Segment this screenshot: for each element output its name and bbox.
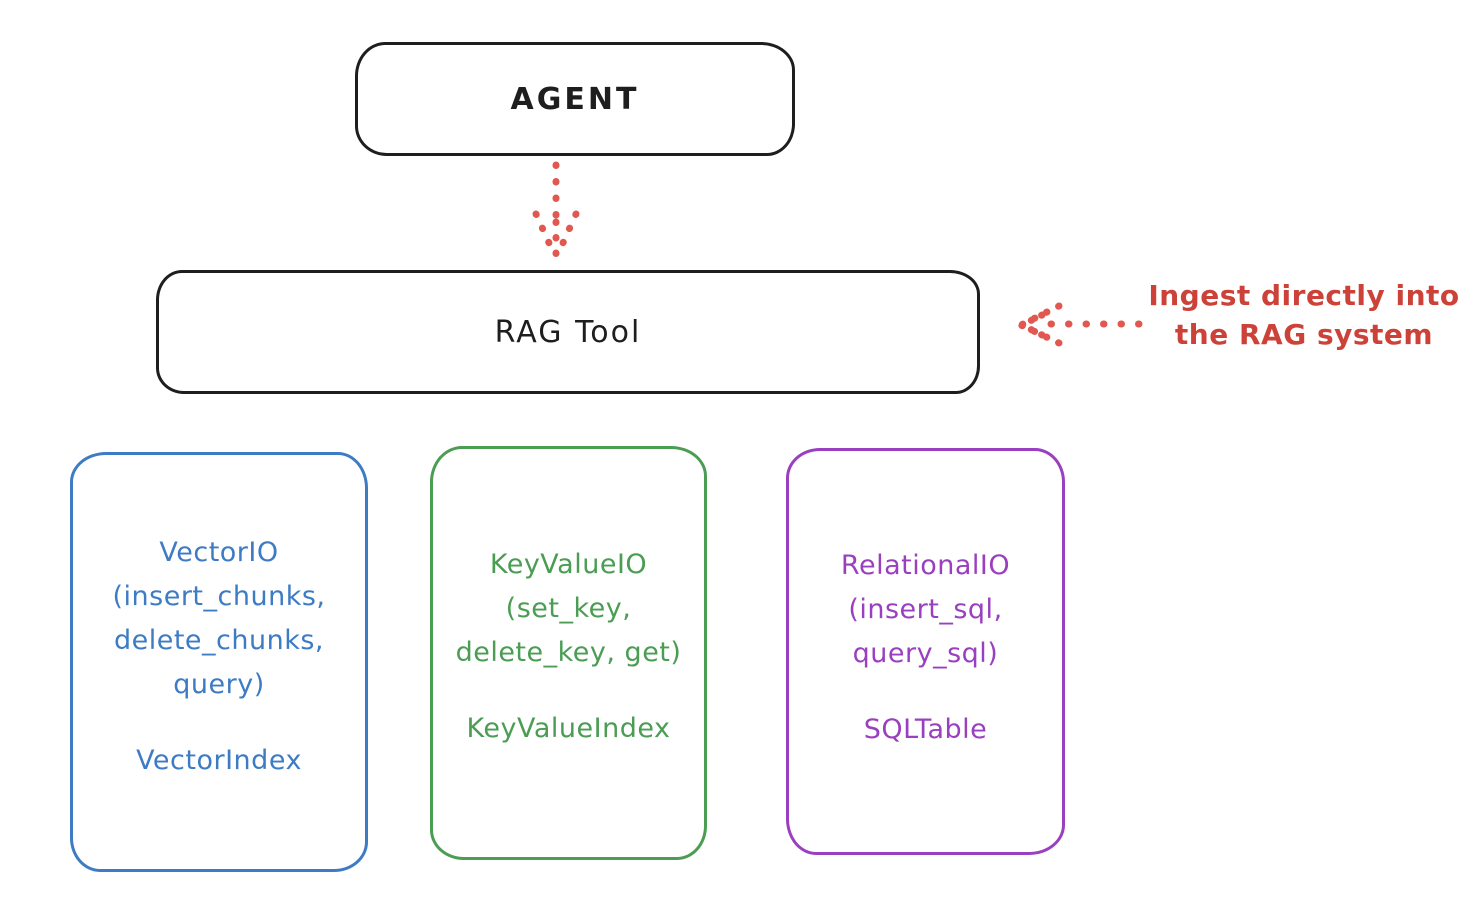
relational-io-line: (insert_sql, <box>848 594 1003 625</box>
arrow-down-icon <box>523 160 589 266</box>
rag-tool-node: RAG Tool <box>156 270 980 394</box>
keyvalue-io-line: KeyValueIO <box>489 549 648 580</box>
relational-io-node: RelationalIO (insert_sql, query_sql) SQL… <box>786 448 1065 855</box>
vector-index-label: VectorIndex <box>136 745 302 776</box>
agent-node-label: AGENT <box>510 81 640 117</box>
keyvalue-io-content: KeyValueIO (set_key, delete_key, get) Ke… <box>433 449 704 751</box>
keyvalue-index-label: KeyValueIndex <box>466 713 671 744</box>
vector-io-line: delete_chunks, <box>113 625 325 656</box>
keyvalue-io-line: delete_key, get) <box>455 637 682 668</box>
relational-io-content: RelationalIO (insert_sql, query_sql) SQL… <box>789 451 1062 752</box>
arrow-left-icon <box>1012 297 1144 355</box>
agent-node: AGENT <box>355 42 795 156</box>
rag-tool-node-label: RAG Tool <box>494 314 642 350</box>
sql-table-label: SQLTable <box>863 714 988 745</box>
vector-io-line: (insert_chunks, <box>112 581 326 612</box>
ingest-annotation: Ingest directly into the RAG system <box>1136 276 1472 354</box>
relational-io-line: query_sql) <box>852 638 999 669</box>
keyvalue-io-node: KeyValueIO (set_key, delete_key, get) Ke… <box>430 446 707 860</box>
ingest-annotation-line2: the RAG system <box>1174 318 1434 351</box>
vector-io-content: VectorIO (insert_chunks, delete_chunks, … <box>73 455 365 783</box>
vector-io-node: VectorIO (insert_chunks, delete_chunks, … <box>70 452 368 872</box>
ingest-annotation-line1: Ingest directly into <box>1148 279 1460 312</box>
keyvalue-io-line: (set_key, <box>505 593 632 624</box>
vector-io-line: query) <box>173 669 265 700</box>
relational-io-line: RelationalIO <box>840 550 1011 581</box>
vector-io-line: VectorIO <box>159 537 279 568</box>
